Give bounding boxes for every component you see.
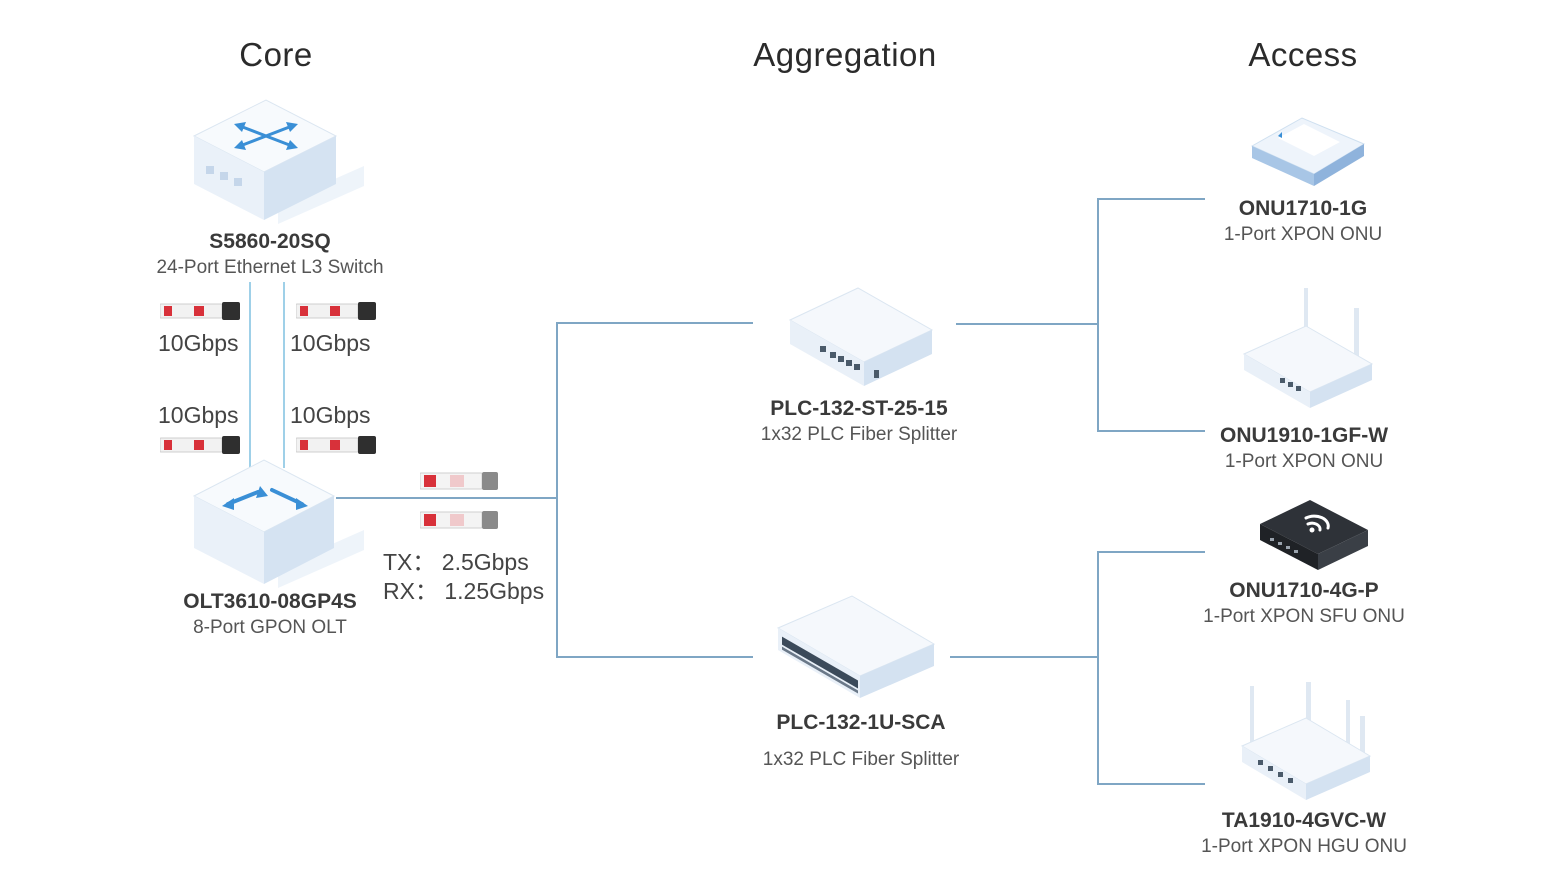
device-onu-2: ONU1910-1GF-W 1-Port XPON ONU [1220, 423, 1388, 475]
uplink-speed-label: 10Gbps [290, 330, 371, 356]
device-description: 8-Port GPON OLT [193, 617, 347, 638]
device-onu-4: TA1910-4GVC-W 1-Port XPON HGU ONU [1201, 808, 1407, 860]
branch-to-splitter-1 [556, 322, 753, 498]
splitter-2-to-onu-4 [1097, 657, 1205, 785]
rack-splitter-icon [776, 595, 936, 698]
l3-switch-icon [192, 99, 364, 224]
pon-tx-label: TX： 2.5Gbps [383, 549, 529, 575]
device-name: PLC-132-1U-SCA [776, 711, 946, 734]
device-splitter-2-desc-wrap: 1x32 PLC Fiber Splitter [763, 747, 959, 773]
sfp-module-icon [420, 511, 498, 529]
device-name: OLT3610-08GP4S [183, 590, 357, 613]
device-description: 24-Port Ethernet L3 Switch [156, 257, 384, 278]
splitter-2-to-onu-3 [1097, 551, 1205, 657]
device-name: ONU1910-1GF-W [1219, 424, 1389, 447]
device-splitter-2: PLC-132-1U-SCA [776, 710, 945, 736]
device-description: 1-Port XPON ONU [1223, 224, 1383, 245]
branch-to-splitter-2 [556, 498, 753, 658]
device-splitter-1: PLC-132-ST-25-15 1x32 PLC Fiber Splitter [761, 396, 957, 448]
sfp-module-icon [296, 302, 376, 320]
device-onu-3: ONU1710-4G-P 1-Port XPON SFU ONU [1203, 578, 1405, 630]
device-name: TA1910-4GVC-W [1221, 809, 1387, 832]
column-title-access: Access [1248, 36, 1358, 73]
sfp-module-icon [160, 302, 240, 320]
device-description: 1-Port XPON HGU ONU [1201, 836, 1407, 857]
splitter-1-to-onu-2 [1097, 324, 1205, 432]
uplink-speed-label: 10Gbps [158, 330, 239, 356]
device-name: S5860-20SQ [209, 230, 331, 253]
quad-antenna-router-icon [1240, 682, 1372, 800]
column-title-aggregation: Aggregation [753, 36, 937, 73]
device-description: 1x32 PLC Fiber Splitter [760, 424, 958, 445]
sfp-module-icon [160, 436, 240, 454]
wifi-router-icon [1242, 288, 1374, 408]
onu-puck-icon [1250, 117, 1366, 186]
column-title-core: Core [239, 36, 313, 73]
device-description: 1-Port XPON ONU [1224, 451, 1384, 472]
sfp-module-icon [420, 472, 498, 490]
dark-router-icon [1260, 500, 1368, 570]
splitter-1-to-onu-1 [1097, 198, 1205, 324]
pon-rx-label: RX： 1.25Gbps [383, 578, 545, 604]
olt-icon [192, 459, 364, 588]
device-olt: OLT3610-08GP4S 8-Port GPON OLT [183, 589, 357, 641]
device-name: ONU1710-4G-P [1229, 579, 1379, 602]
device-name: PLC-132-ST-25-15 [770, 397, 948, 420]
device-core-switch: S5860-20SQ 24-Port Ethernet L3 Switch [156, 229, 383, 281]
device-description: 1-Port XPON SFU ONU [1203, 606, 1405, 627]
device-description: 1x32 PLC Fiber Splitter [762, 749, 960, 770]
uplink-speed-label: 10Gbps [158, 402, 239, 428]
device-name: ONU1710-1G [1238, 197, 1368, 220]
device-onu-1: ONU1710-1G 1-Port XPON ONU [1224, 196, 1382, 248]
sfp-module-icon [296, 436, 376, 454]
uplink-speed-label: 10Gbps [290, 402, 371, 428]
splitter-box-icon [788, 287, 934, 386]
